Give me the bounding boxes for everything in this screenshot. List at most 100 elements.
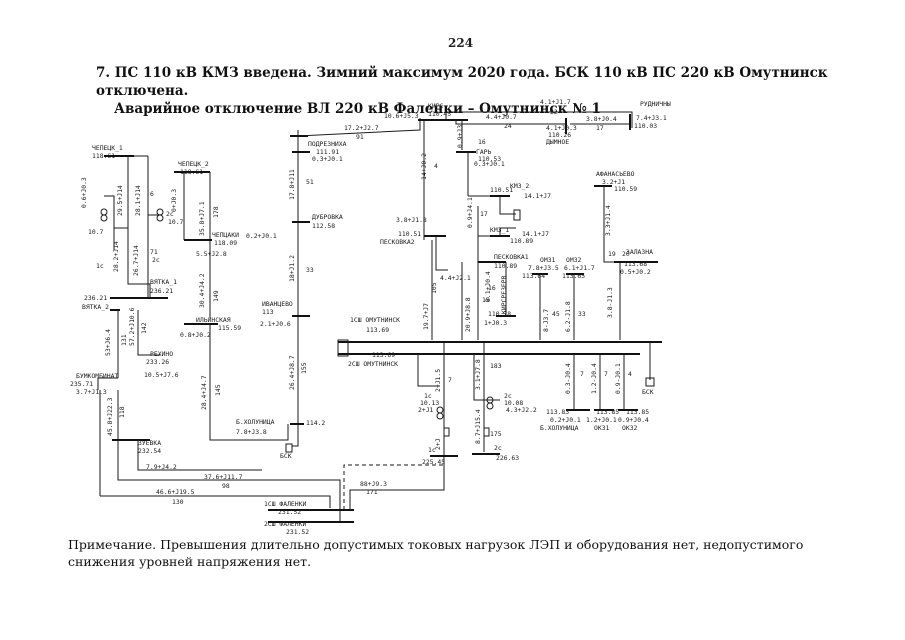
- flow-value: 4.1+J1.7: [540, 98, 571, 106]
- load: 0.9+J0.4: [618, 416, 649, 424]
- transformer-icon: [436, 406, 444, 414]
- node-name: ВЯТКА_1: [150, 278, 177, 286]
- flow-number: 33: [578, 310, 586, 318]
- node-name: 1с: [424, 392, 432, 400]
- node-voltage: 233.26: [146, 358, 169, 366]
- load: 0.2+J0.1: [550, 416, 581, 424]
- node-voltage: 110.51: [398, 230, 421, 238]
- node-name: 2с: [166, 210, 174, 218]
- load: 4.1+J0.3: [546, 124, 577, 132]
- flow-number: 20: [622, 250, 630, 258]
- flow-value: 53+J6.4: [104, 329, 112, 356]
- load: 10.5+J7.6: [144, 371, 179, 379]
- flow-value: 3.8+J0.4: [586, 115, 617, 123]
- flow-value: 19.7+J7: [422, 303, 430, 330]
- flow-value: 29.5+J14: [116, 185, 124, 216]
- node-name: 2с: [494, 444, 502, 452]
- line-falenki-omutninsk-2: [349, 456, 445, 510]
- flow-value: 28.1+J14: [134, 185, 142, 216]
- flow-value: 57.2+J10.6: [128, 307, 136, 346]
- flow-value: 45.8+J22.3: [106, 397, 114, 436]
- node-name: 2СШ ОМУТНИНСК: [348, 360, 398, 368]
- load: 4.3+J2.2: [506, 406, 537, 414]
- node-name: 1СШ ОМУТНИНСК: [350, 316, 400, 324]
- flow-value: 30.4+J4.2: [198, 273, 206, 308]
- line-falenki-130: [100, 495, 331, 508]
- node-name: ЗАЛАЗНА: [626, 248, 653, 256]
- flow-value: 0.9+J4.1: [466, 197, 474, 228]
- flow-number: 178: [212, 206, 220, 218]
- flow-value: 46.6+J19.5: [156, 488, 195, 496]
- load: 0.8+J0.2: [180, 331, 211, 339]
- transformer-icon: [436, 412, 444, 420]
- node-voltage: 225.45: [422, 458, 445, 466]
- node-voltage: 113.85: [626, 408, 649, 416]
- node-voltage: 113.64: [522, 272, 545, 280]
- flow-value: 6.2-J1.8: [564, 301, 572, 332]
- line-zuevka-falenki-2: [137, 440, 262, 471]
- node-voltage: 113.85: [596, 408, 619, 416]
- node-name: ОМЗ2: [566, 256, 582, 264]
- node-name: 1СШ ФАЛЕНКИ: [264, 500, 306, 508]
- node-name: АФАНАСЬЕВО: [596, 170, 635, 178]
- load: 14.1+J7: [524, 192, 551, 200]
- load: 2+J1: [418, 406, 434, 414]
- node-name: КМЗ_2: [510, 182, 529, 190]
- flow-number: 17: [480, 210, 488, 218]
- flow-number: 24: [504, 122, 512, 130]
- node-voltage: 110.26: [548, 131, 571, 139]
- footnote: Примечание. Превышения длительно допусти…: [68, 537, 804, 569]
- node-labels: ЧЕПЕЦК_1 118.61 ЧЕПЕЦК_2 118.61 0.6+J0.3…: [70, 100, 671, 536]
- node-name: ОК32: [622, 424, 638, 432]
- title-line-2: Аварийное отключение ВЛ 220 кВ Фаленки –…: [114, 101, 601, 117]
- line-chep-vyatka: [127, 248, 151, 298]
- capacitor-bank-icon: [285, 443, 293, 453]
- flow-value: 2+J1.5: [434, 369, 442, 392]
- node-voltage: 110.89: [510, 237, 533, 245]
- line-chep-t1: [104, 195, 115, 250]
- load: 3.2+J1: [602, 178, 625, 186]
- equipment: [100, 208, 655, 453]
- node-name: 1с: [96, 262, 104, 270]
- load: 1+J0.3: [484, 319, 507, 327]
- flow-value: 0.9-J0.1: [614, 363, 622, 394]
- node-voltage: 115.59: [218, 324, 241, 332]
- flow-number: 142: [140, 322, 148, 334]
- flow-number: 4: [628, 370, 632, 378]
- node-voltage: 10.7: [168, 218, 184, 226]
- line-peskovka2-load: [435, 236, 448, 271]
- node-name: ЧЕПЕЦК_1: [92, 144, 123, 152]
- breaker-icon: [513, 209, 521, 221]
- flow-number: 171: [366, 488, 378, 496]
- load: 3.7+J1.3: [76, 388, 107, 396]
- load: 2.1+J0.6: [260, 320, 291, 328]
- flow-number: 118: [118, 406, 126, 418]
- flow-number: 130: [172, 498, 184, 506]
- flow-number: 145: [214, 384, 222, 396]
- capacitor-bank-icon: [645, 377, 655, 387]
- load: 0.3+J0.1: [312, 155, 343, 163]
- node-voltage: 110.45: [428, 110, 451, 118]
- load: 0.5+J0.2: [620, 268, 651, 276]
- node-voltage: 118.09: [214, 239, 237, 247]
- flow-number: 22: [550, 108, 558, 116]
- flow-value: 3.8-J1.3: [606, 287, 614, 318]
- node-voltage: 113.65: [562, 272, 585, 280]
- flow-value: 2+J: [434, 438, 442, 450]
- node-voltage: 114.2: [306, 419, 325, 427]
- node-name: ДЫМНОЕ: [546, 138, 569, 146]
- line-kirs-rudnichny: [445, 111, 633, 128]
- node-name: ИЛЬИНСКАЯ: [196, 316, 231, 324]
- node-voltage: 231.52: [278, 508, 301, 516]
- flow-value: 17.8+J11: [288, 169, 296, 200]
- node-name: ПОДРЕЗНИХА: [308, 140, 347, 148]
- flow-number: 155: [300, 362, 308, 374]
- node-name: ОК31: [594, 424, 610, 432]
- line-bumkombinat: [97, 377, 118, 390]
- node-voltage: 235.71: [70, 380, 93, 388]
- flow-number: 105: [430, 282, 438, 294]
- flow-value: 3.1+J7.8: [474, 359, 482, 390]
- node-voltage: 231.52: [286, 528, 309, 536]
- load: 0.3+J0.1: [474, 160, 505, 168]
